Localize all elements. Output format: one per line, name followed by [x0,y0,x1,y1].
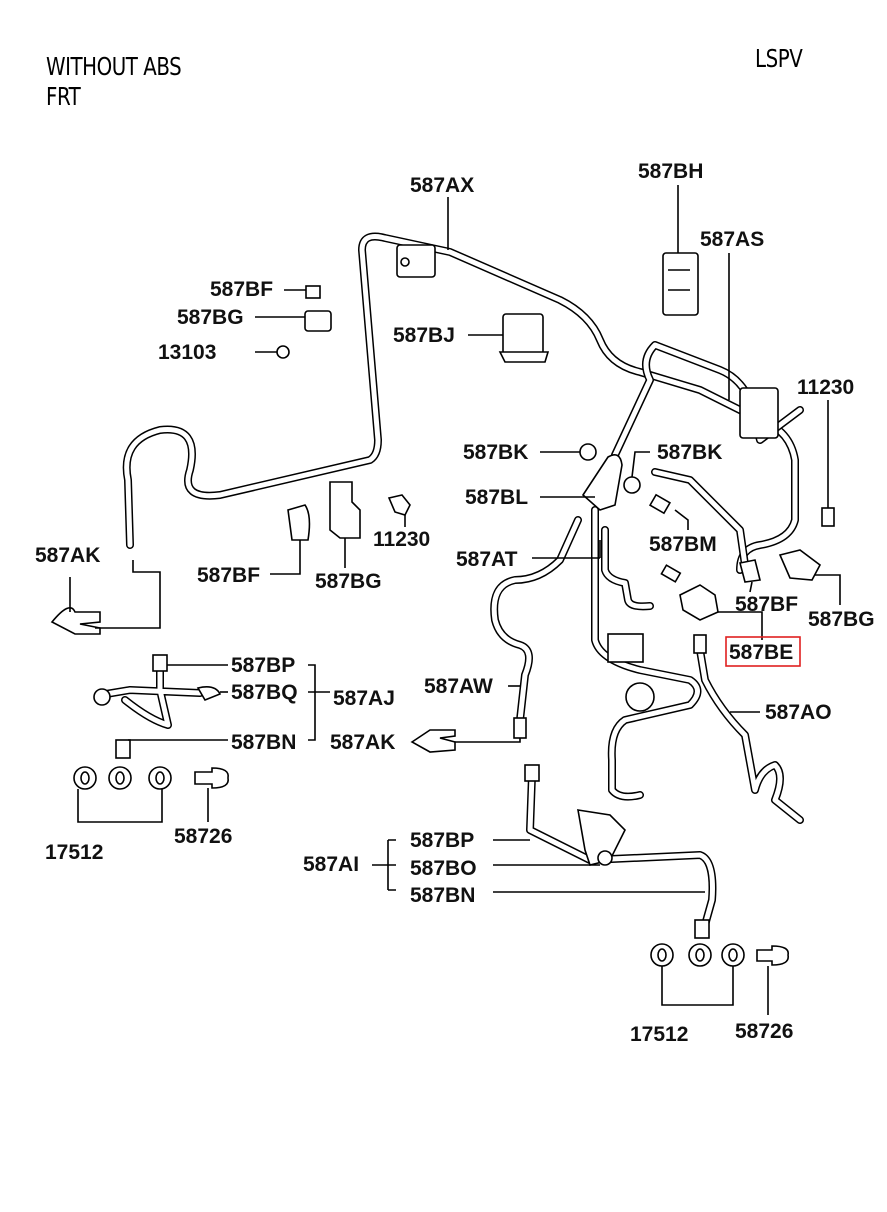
pipe-587AO [696,646,804,824]
clip-587BH [662,252,699,316]
clamp-587BJ [502,313,544,355]
grommet-587BK-left [579,443,597,461]
clamp-587AS [739,387,779,439]
nut-13103 [276,345,290,359]
hose-clip-587AK-left [50,606,101,635]
label-587AX[interactable]: 587AX [410,174,474,197]
label-587AO[interactable]: 587AO [765,701,832,724]
label-587BF-top[interactable]: 587BF [210,278,273,301]
grommet-front [625,682,655,712]
label-587BL[interactable]: 587BL [465,486,528,509]
bracket-587BL [581,454,623,511]
label-58726-left[interactable]: 58726 [174,825,232,848]
label-587BP-bottom[interactable]: 587BP [410,829,474,852]
label-587AW[interactable]: 587AW [424,675,493,698]
label-11230-right[interactable]: 11230 [797,376,854,399]
bracket-587BG-mid [329,481,361,539]
fitting-587BP-left [152,654,168,672]
union-587BO [597,850,613,866]
clip-587BF-right [739,559,761,583]
label-587BF-right[interactable]: 587BF [735,593,798,616]
label-587BO[interactable]: 587BO [410,857,477,880]
label-587AK-left[interactable]: 587AK [35,544,100,567]
label-17512-right[interactable]: 17512 [630,1023,688,1046]
part-labels: 587AX 587BH 587AS 587BF 587BG 13103 587B… [35,160,875,1046]
label-13103[interactable]: 13103 [158,341,216,364]
label-11230-mid[interactable]: 11230 [373,528,430,551]
hose-clip-587AK-mid [410,729,456,753]
clip-587BF-mid [287,504,311,541]
clamp-587BG-top [304,310,332,332]
label-587AS[interactable]: 587AS [700,228,764,251]
label-587BN-bottom[interactable]: 587BN [410,884,475,907]
bolt-58726-right [756,945,789,966]
bolt-58726-left [194,767,229,789]
grommet-587BK-right [623,476,641,494]
label-587BJ[interactable]: 587BJ [393,324,455,347]
label-587BF-mid[interactable]: 587BF [197,564,260,587]
highlight-box-587BE [725,636,801,667]
label-587BP-left[interactable]: 587BP [231,654,295,677]
label-587BM[interactable]: 587BM [649,533,717,556]
label-587AK-mid[interactable]: 587AK [330,731,395,754]
bolt-587BM [648,493,672,515]
fitting-587BN-bottom [694,919,710,939]
label-587AI[interactable]: 587AI [303,853,359,876]
clamp-587AX [396,244,436,278]
label-587BQ[interactable]: 587BQ [231,681,298,704]
valve-587BE [679,584,719,621]
label-587BK-left[interactable]: 587BK [463,441,528,464]
union-587AJ [93,688,111,706]
fitting-587BN-left [115,739,131,759]
clip-587BF-top [305,285,321,299]
fitting-587AW-end [513,717,527,739]
leader-lines [69,185,841,1015]
bolt-11230-mid [387,494,411,516]
label-587BG-mid[interactable]: 587BG [315,570,382,593]
variant-title: WITHOUT ABS [46,52,182,81]
label-17512-left[interactable]: 17512 [45,841,103,864]
section-title: LSPV [755,44,803,73]
bolt-587BE-left [660,564,682,583]
parts [50,244,835,967]
fitting-587BP-bottom [524,764,540,782]
block-587AT [607,633,644,663]
label-587AJ[interactable]: 587AJ [333,687,395,710]
bolt-11230-right [821,507,835,527]
label-587BG-right[interactable]: 587BG [808,608,875,631]
label-587AT[interactable]: 587AT [456,548,518,571]
label-587BN-left[interactable]: 587BN [231,731,296,754]
label-587BK-right[interactable]: 587BK [657,441,722,464]
label-587BH[interactable]: 587BH [638,160,703,183]
clamp-587BG-right [778,549,822,581]
label-58726-right[interactable]: 58726 [735,1020,793,1043]
variant-subtitle: FRT [46,82,81,111]
fitting-587AO-top [693,634,707,654]
clip-587BQ [196,686,222,701]
label-587BG-top[interactable]: 587BG [177,306,244,329]
label-587BE[interactable]: 587BE [729,641,793,664]
